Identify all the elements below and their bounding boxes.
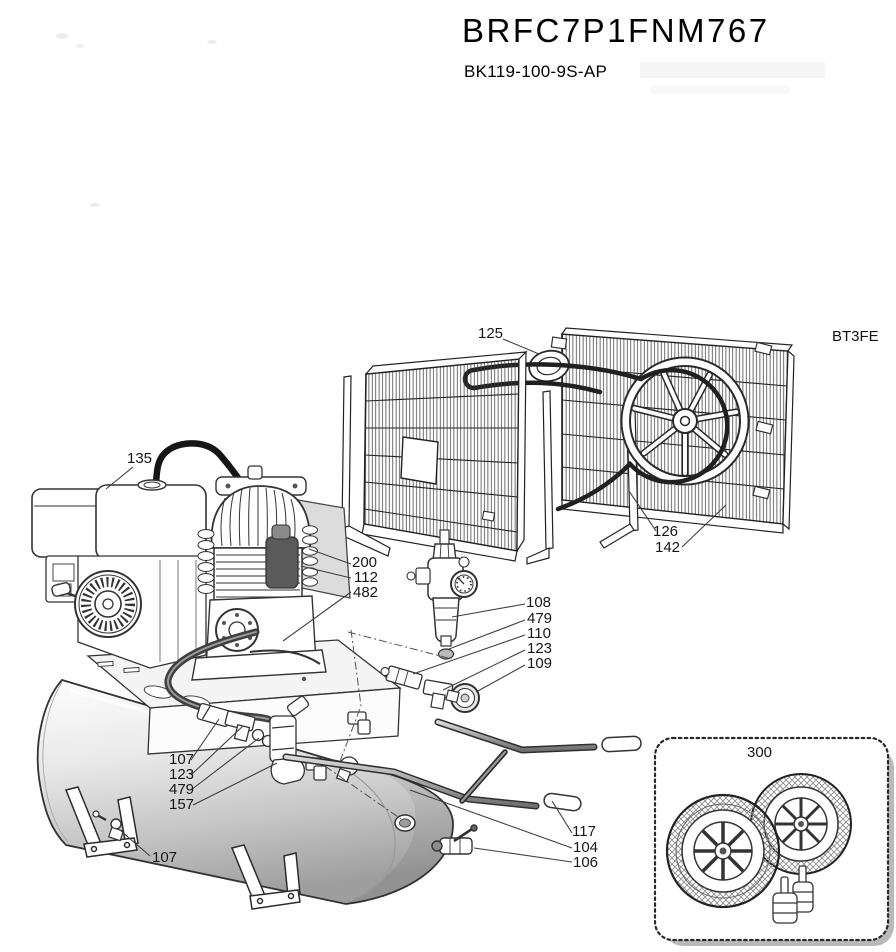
area-code-label: BT3FE [832, 328, 879, 345]
part-callout-479-right: 479 [527, 610, 553, 627]
handle-grip [543, 792, 582, 812]
part-callout-107-bottom: 107 [152, 849, 178, 866]
part-callout-479-left: 479 [169, 781, 195, 798]
part-callout-125: 125 [478, 325, 504, 342]
center-guard-bracket [526, 390, 554, 565]
part-callout-300: 300 [747, 744, 773, 761]
part-callout-157: 157 [169, 796, 195, 813]
gasoline-engine [31, 440, 258, 669]
part-callout-106: 106 [573, 854, 599, 871]
tank-fittings-cluster [196, 695, 371, 785]
part-callout-109: 109 [527, 655, 553, 672]
tank-legs [64, 786, 301, 910]
part-callout-135: 135 [127, 450, 153, 467]
handle-bars [282, 718, 642, 812]
pull-handle [51, 582, 72, 597]
drain-cock [92, 810, 125, 842]
part-callout-104: 104 [573, 839, 599, 856]
nipple-fitting [380, 665, 423, 690]
part-callout-112: 112 [354, 569, 378, 586]
wheel-front [665, 793, 781, 909]
ball-valve [431, 824, 478, 855]
part-callout-482: 482 [353, 584, 379, 601]
part-callout-123-right: 123 [527, 640, 553, 657]
callout-leader-lines [105, 338, 727, 863]
pressure-gauge [445, 683, 480, 713]
recoil-starter [51, 570, 142, 638]
page-title: BRFC7P1FNM767 [462, 12, 770, 49]
fuel-cap [137, 479, 167, 491]
filter-regulator [380, 529, 480, 713]
scan-artifacts [56, 33, 825, 207]
compressor-pump [191, 465, 351, 681]
unloader-tube [249, 649, 321, 665]
left-guard-bracket [340, 375, 391, 557]
part-callout-123-left: 123 [169, 766, 195, 783]
part-callout-110: 110 [527, 625, 551, 642]
wheel-kit-inset [653, 736, 894, 946]
part-callout-117: 117 [572, 823, 596, 840]
fuel-tank [95, 484, 207, 561]
page-subtitle: BK119-100-9S-AP [464, 62, 608, 81]
part-callout-142: 142 [655, 539, 681, 556]
part-callout-200: 200 [352, 554, 378, 571]
wheel-spacers [772, 865, 814, 924]
regulator-gauge [450, 570, 478, 598]
part-callout-108: 108 [526, 594, 552, 611]
projection-lines [311, 629, 453, 820]
part-callout-107-left: 107 [169, 751, 195, 768]
handle-grip [601, 735, 642, 753]
pump-filter-canister [265, 536, 299, 589]
part-callout-126: 126 [653, 523, 679, 540]
panel-clip-icons [752, 341, 774, 500]
aftercooler-coils [197, 525, 318, 594]
